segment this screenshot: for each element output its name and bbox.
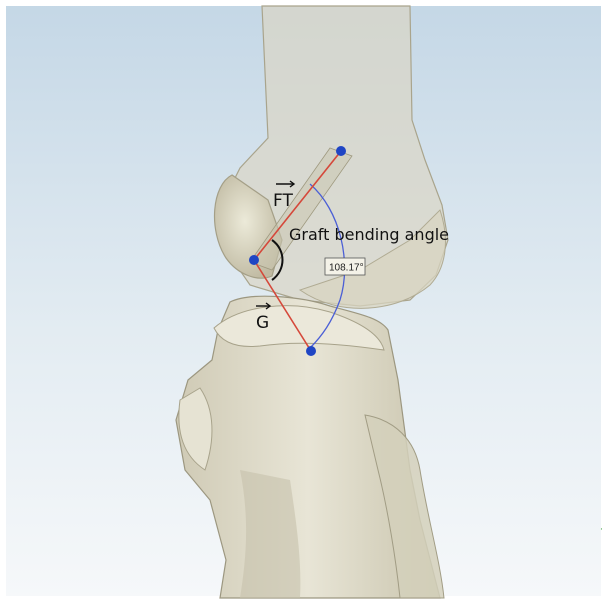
green-corner-mark: · (600, 525, 603, 535)
angle-value-box: 108.17° (325, 258, 365, 275)
graft-bending-angle-label: Graft bending angle (289, 225, 449, 244)
landmark-point-icon (336, 146, 346, 156)
angle-value: 108.17° (329, 263, 364, 274)
landmark-point-icon (306, 346, 316, 356)
tibia-shaft-shadow (240, 470, 300, 598)
ft-label: FT (273, 191, 293, 211)
landmark-point-icon (249, 255, 259, 265)
g-label: G (256, 313, 269, 333)
